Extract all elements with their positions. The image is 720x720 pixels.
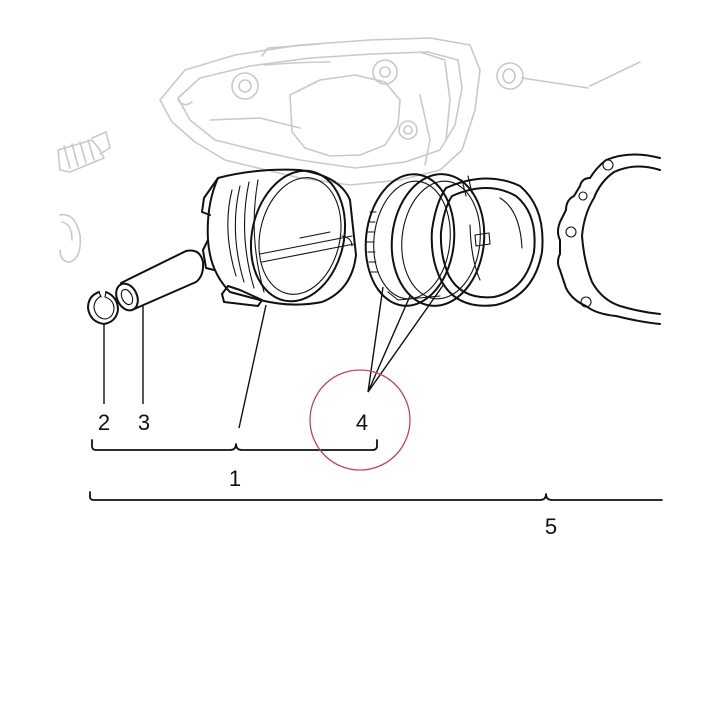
- piston-rings: [364, 173, 544, 307]
- bracket-assembly-1: [91, 439, 378, 451]
- leader-4c: [367, 283, 445, 393]
- callout-3: 3: [138, 410, 150, 435]
- bracket-assembly-5: [89, 491, 663, 501]
- leader-4b: [367, 295, 411, 393]
- highlight-circle: [309, 369, 411, 471]
- engine-block-background: [159, 37, 641, 186]
- callout-1: 1: [229, 466, 241, 491]
- piston: [201, 168, 357, 307]
- callout-4: 4: [356, 410, 368, 435]
- callout-2: 2: [98, 410, 110, 435]
- circlip: [87, 291, 119, 325]
- leader-4a: [367, 286, 384, 393]
- cylinder-base-gasket: [557, 153, 661, 325]
- crankcase-stud-background: [57, 131, 111, 263]
- leader-lines: [103, 283, 445, 429]
- piston-pin: [115, 249, 205, 312]
- callout-5: 5: [545, 514, 557, 539]
- leader-1: [238, 304, 267, 429]
